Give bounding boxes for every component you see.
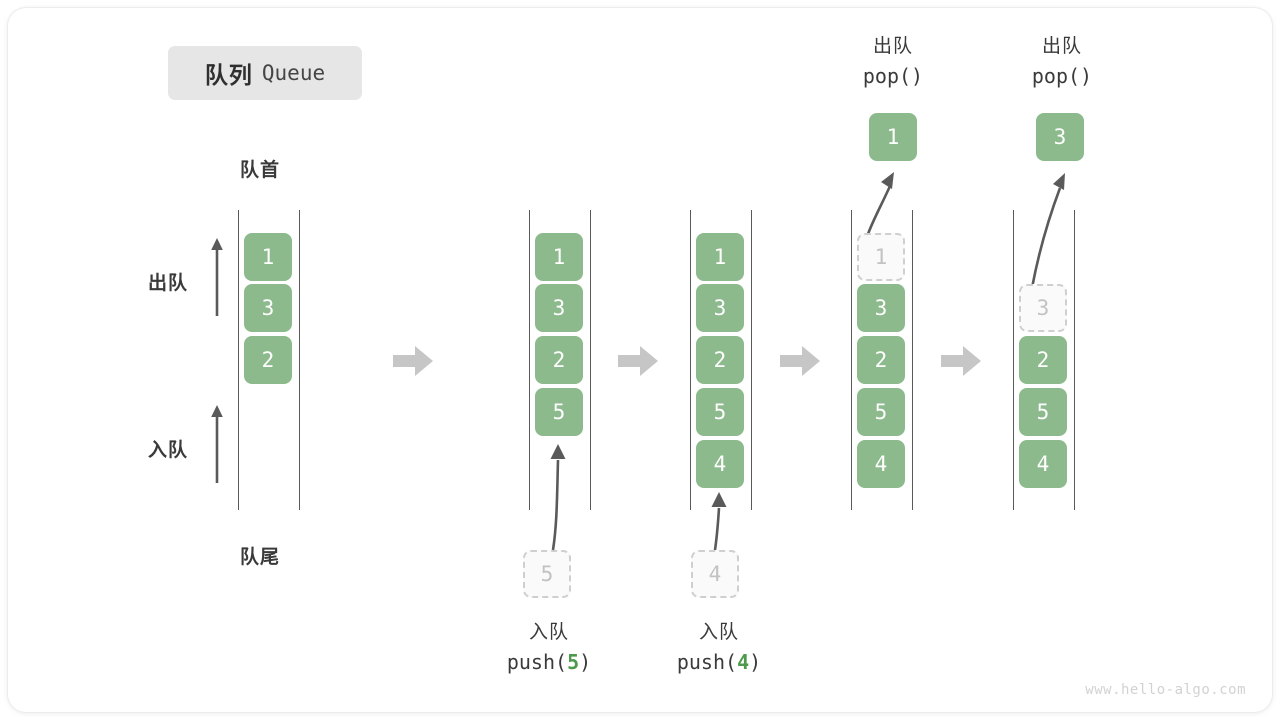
queue-cell: 4 bbox=[1019, 440, 1067, 488]
pop-1-caption-cn: 出队 bbox=[872, 36, 913, 57]
dequeue-direction-arrow bbox=[211, 238, 223, 316]
enqueue-direction-arrow bbox=[211, 405, 223, 483]
queue-cell: 2 bbox=[1019, 336, 1067, 384]
queue-cell: 2 bbox=[857, 336, 905, 384]
queue-rail-right-3 bbox=[751, 210, 752, 510]
incoming-ghost-cell: 4 bbox=[691, 550, 739, 598]
queue-rail-right-1 bbox=[299, 210, 300, 510]
push-5-caption: 入队 push(5) bbox=[487, 618, 611, 678]
step-separator-arrow bbox=[618, 346, 658, 376]
queue-cell-ghost: 3 bbox=[1019, 284, 1067, 332]
queue-rail-left-4 bbox=[851, 210, 852, 510]
queue-rail-right-5 bbox=[1074, 210, 1075, 510]
queue-rail-left-2 bbox=[529, 210, 530, 510]
watermark: www.hello-algo.com bbox=[1085, 682, 1246, 698]
queue-cell: 1 bbox=[535, 233, 583, 281]
popped-cell: 1 bbox=[869, 113, 917, 161]
push-4-caption: 入队 push(4) bbox=[657, 618, 781, 678]
push-4-caption-cn: 入队 bbox=[698, 622, 739, 643]
queue-cell: 1 bbox=[696, 233, 744, 281]
rear-label: 队尾 bbox=[240, 547, 281, 568]
queue-cell: 3 bbox=[535, 284, 583, 332]
diagram-title-badge: 队列 Queue bbox=[168, 46, 362, 100]
pop-2-caption-code: pop() bbox=[1031, 64, 1093, 89]
enqueue-direction-label: 入队 bbox=[148, 440, 189, 461]
queue-cell-ghost: 1 bbox=[857, 233, 905, 281]
push-4-caption-code: push(4) bbox=[676, 650, 762, 675]
queue-cell: 1 bbox=[244, 233, 292, 281]
title-english: Queue bbox=[261, 61, 326, 85]
pop-2-caption-cn: 出队 bbox=[1041, 36, 1082, 57]
incoming-ghost-cell: 5 bbox=[523, 550, 571, 598]
queue-rail-left-3 bbox=[690, 210, 691, 510]
queue-cell: 3 bbox=[857, 284, 905, 332]
queue-cell-new: 5 bbox=[535, 388, 583, 436]
front-label: 队首 bbox=[240, 160, 281, 181]
step-separator-arrow bbox=[393, 346, 433, 376]
queue-cell: 2 bbox=[535, 336, 583, 384]
queue-cell-new: 4 bbox=[696, 440, 744, 488]
pop-1-caption: 出队 pop() bbox=[831, 32, 955, 92]
queue-cell: 5 bbox=[857, 388, 905, 436]
queue-cell: 5 bbox=[696, 388, 744, 436]
queue-cell: 3 bbox=[696, 284, 744, 332]
queue-cell: 3 bbox=[244, 284, 292, 332]
queue-rail-left-1 bbox=[238, 210, 239, 510]
queue-rail-right-2 bbox=[590, 210, 591, 510]
queue-rail-left-5 bbox=[1013, 210, 1014, 510]
step-separator-arrow bbox=[780, 346, 820, 376]
push-5-caption-code: push(5) bbox=[506, 650, 592, 675]
queue-rail-right-4 bbox=[912, 210, 913, 510]
pop-1-caption-code: pop() bbox=[862, 64, 924, 89]
queue-cell: 2 bbox=[244, 336, 292, 384]
queue-cell: 5 bbox=[1019, 388, 1067, 436]
queue-cell: 4 bbox=[857, 440, 905, 488]
title-chinese: 队列 bbox=[204, 62, 253, 88]
popped-cell: 3 bbox=[1036, 113, 1084, 161]
queue-cell: 2 bbox=[696, 336, 744, 384]
step-separator-arrow bbox=[941, 346, 981, 376]
pop-2-caption: 出队 pop() bbox=[1000, 32, 1124, 92]
dequeue-direction-label: 出队 bbox=[148, 273, 189, 294]
push-5-caption-cn: 入队 bbox=[528, 622, 569, 643]
